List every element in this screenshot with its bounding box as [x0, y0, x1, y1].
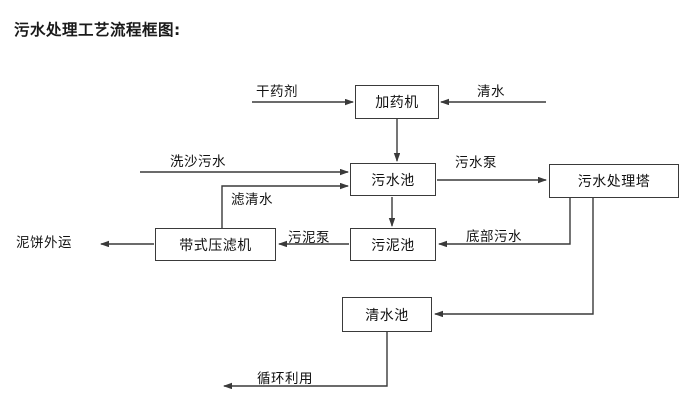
node-sewage-pool[interactable]: 污水池	[350, 163, 436, 196]
node-sludge-pool-label: 污泥池	[371, 237, 415, 254]
node-dosing-machine-label: 加药机	[375, 95, 419, 111]
node-dosing-machine[interactable]: 加药机	[355, 85, 439, 119]
edge-tower-to-clear-pool	[434, 198, 594, 318]
edge-label-recycle-use: 循环利用	[257, 371, 313, 387]
edge-tower-to-sludge-pool	[438, 198, 571, 248]
edge-label-sludge-pump: 污泥泵	[288, 230, 330, 246]
node-belt-filter-press-label: 带式压滤机	[179, 237, 252, 254]
edge-clear-pool-to-recycle	[223, 332, 388, 390]
edge-label-filtrate-water: 滤清水	[231, 192, 273, 208]
node-belt-filter-press[interactable]: 带式压滤机	[155, 228, 276, 261]
page-title: 污水处理工艺流程框图:	[14, 21, 181, 39]
node-sewage-pool-label: 污水池	[371, 172, 415, 189]
node-sewage-treatment-tower[interactable]: 污水处理塔	[549, 164, 679, 198]
node-sewage-treatment-tower-label: 污水处理塔	[577, 174, 651, 190]
edge-label-dry-agent: 干药剂	[256, 84, 298, 100]
node-sludge-pool[interactable]: 污泥池	[350, 228, 436, 261]
edge-label-sewage-pump: 污水泵	[455, 155, 497, 171]
node-clear-water-pool-label: 清水池	[365, 307, 409, 324]
edge-label-clean-water: 清水	[477, 84, 505, 100]
node-clear-water-pool[interactable]: 清水池	[342, 297, 432, 332]
edge-label-sand-wash-sewage: 洗沙污水	[170, 154, 226, 170]
edge-filtrate-to-sewage-pool	[221, 182, 349, 228]
edge-label-bottom-sewage: 底部污水	[466, 229, 522, 245]
terminal-label-mud-cake-out: 泥饼外运	[16, 235, 72, 251]
